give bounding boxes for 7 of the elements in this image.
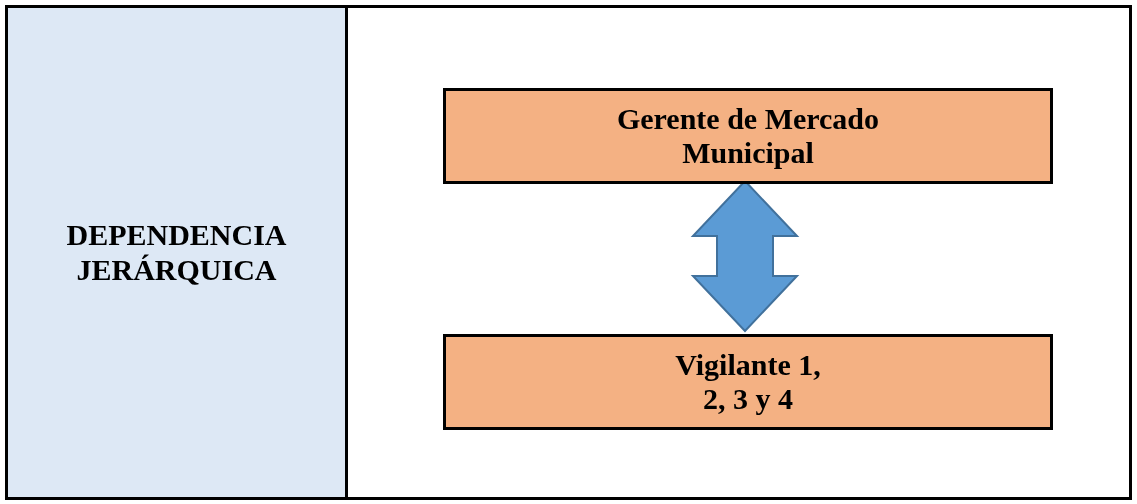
role-label: Vigilante 1, 2, 3 y 4: [674, 347, 822, 417]
header-cell: [5, 5, 348, 500]
role-box: [443, 88, 1053, 184]
role-box: [443, 334, 1053, 430]
content-panel: [345, 5, 1132, 500]
section-heading: DEPENDENCIA JERÁRQUICA: [65, 218, 288, 287]
role-label: Gerente de Mercado Municipal: [615, 101, 881, 171]
